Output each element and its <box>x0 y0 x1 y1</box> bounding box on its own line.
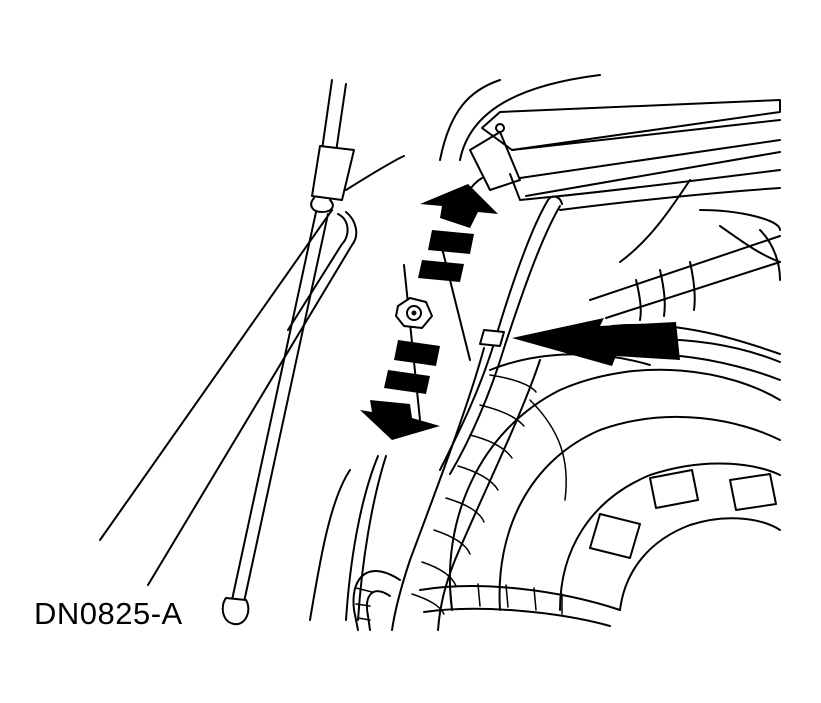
arrow-head-down <box>360 400 440 440</box>
wiring-harness-conduit <box>352 347 621 631</box>
arrow-dash <box>428 230 474 254</box>
cowl-panel <box>469 99 781 263</box>
figure-label: DN0825-A <box>34 596 183 631</box>
movement-arrow <box>360 184 498 440</box>
hood-strut <box>99 79 358 626</box>
hood-seal-hose <box>439 195 563 475</box>
arrow-dash <box>418 260 464 282</box>
arrow-dash <box>394 340 440 366</box>
retaining-nut <box>395 297 433 329</box>
arrow-head-up <box>420 184 498 228</box>
arrow-dash <box>384 370 430 394</box>
pointer-arrow <box>512 318 680 366</box>
strut-tower <box>448 353 781 611</box>
hose-clip <box>479 329 505 347</box>
